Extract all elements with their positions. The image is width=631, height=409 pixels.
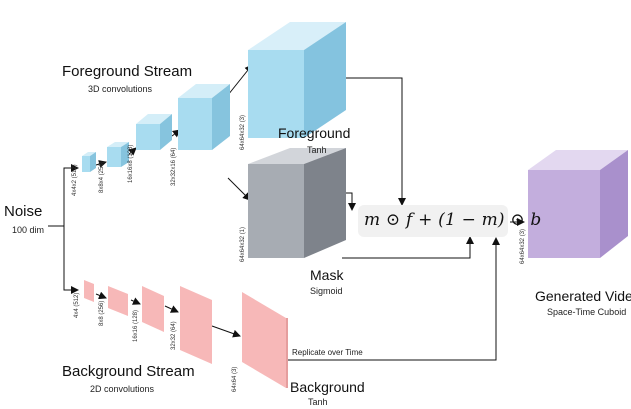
background-layer-4-label: 32x32 (64): [171, 321, 177, 350]
foreground-stream-subtitle: 3D convolutions: [88, 84, 153, 94]
foreground-cube: [248, 22, 346, 138]
foreground-activation: Tanh: [307, 145, 327, 155]
background-plane: [242, 292, 288, 388]
background-layer-1: [84, 280, 94, 302]
mask-size-label: 64x64x32 (1): [240, 226, 246, 262]
mask-title: Mask: [310, 267, 344, 283]
noise-subtitle: 100 dim: [12, 225, 45, 235]
foreground-stream-title: Foreground Stream: [62, 63, 193, 80]
generated-video-subtitle: Space-Time Cuboid: [547, 307, 627, 317]
foreground-layer-3-label: 16x16x8 (128): [128, 144, 134, 183]
composition-equation: m ⊙ f + (1 − m) ⊙ b: [364, 210, 542, 230]
background-layer-3-label: 16x16 (128): [133, 309, 139, 342]
generated-video-title: Generated Video: [535, 288, 631, 304]
background-layer-2-label: 8x8 (256): [99, 300, 105, 326]
background-stream-title: Background Stream: [62, 363, 195, 380]
generated-video-cube: [528, 150, 628, 258]
noise-title: Noise: [4, 203, 43, 220]
background-layer-4: [180, 286, 212, 364]
connectors: [48, 64, 525, 361]
foreground-layer-4-label: 32x32x16 (64): [171, 147, 177, 186]
replicate-label: Replicate over Time: [292, 348, 363, 357]
foreground-layer-1-label: 4x4x2 (512): [72, 164, 78, 196]
background-layer-2: [108, 286, 128, 316]
background-layer-3: [142, 286, 164, 332]
background-layer-1-label: 4x4 (512): [74, 292, 80, 318]
mask-cube: [248, 148, 346, 258]
mask-activation: Sigmoid: [310, 286, 343, 296]
foreground-title: Foreground: [278, 125, 351, 141]
foreground-layer-4: [178, 84, 230, 150]
foreground-layer-1: [82, 152, 96, 172]
background-activation: Tanh: [308, 397, 328, 407]
foreground-layer-2: [107, 142, 129, 167]
foreground-size-label: 64x64x32 (3): [240, 114, 246, 150]
foreground-layer-3: [136, 114, 172, 150]
background-size-label: 64x64 (3): [232, 366, 238, 392]
background-title: Background: [290, 379, 365, 395]
equation-box: [358, 205, 508, 237]
generated-video-size-label: 64x64x32 (3): [520, 228, 526, 264]
background-stream-subtitle: 2D convolutions: [90, 384, 155, 394]
foreground-layer-2-label: 8x8x4 (256): [99, 161, 105, 193]
